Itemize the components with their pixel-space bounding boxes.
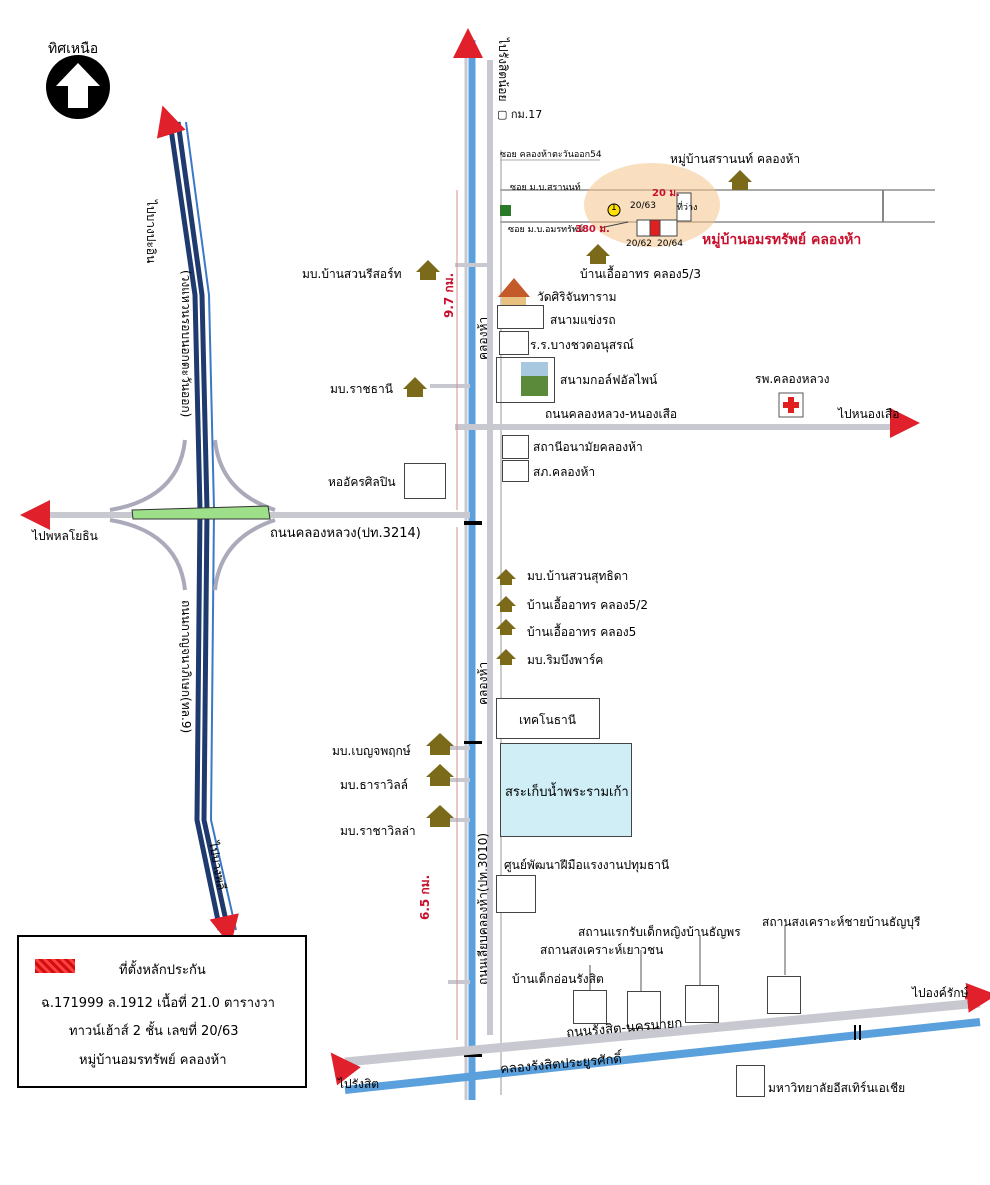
empty-lot: ที่ว่าง	[677, 203, 698, 213]
dist-20: 20 ม.	[652, 188, 680, 199]
race-track-box	[497, 305, 544, 329]
rangsit-nakhonnayok-road	[344, 998, 981, 1067]
skill-center-label: ศูนย์พัฒนาฝีมือแรงงานปทุมธานี	[504, 858, 670, 872]
km17-label: ▢ กม.17	[497, 108, 543, 121]
health-station-label: สถานีอนามัยคลองห้า	[533, 440, 643, 454]
baby-home-label: บ้านเด็กอ่อนรังสิต	[512, 972, 604, 986]
to-rangsit: ไปรังสิต	[338, 1077, 380, 1091]
baby-home-box	[573, 990, 607, 1024]
race-track-label: สนามแข่งรถ	[550, 313, 616, 327]
police-label: สภ.คลองห้า	[533, 465, 596, 479]
khlong-ha-top: คลองห้า	[476, 316, 490, 360]
suan-resort: มบ.บ้านสวนรีสอร์ท	[302, 267, 402, 281]
thara-ville-label: มบ.ธาราวิลล์	[340, 778, 409, 792]
youth-welfare-label: สถานสงเคราะห์เยาวชน	[540, 943, 664, 957]
uni-label: มหาวิทยาลัยอีสเทิร์นเอเชีย	[768, 1081, 906, 1095]
rim-bueng: มบ.ริมบึงพาร์ค	[527, 653, 604, 667]
school-label: ร.ร.บางชวดอนุสรณ์	[530, 338, 634, 352]
saranon-village: หมู่บ้านสรานนท์ คลองห้า	[670, 152, 801, 166]
khlong-luang-road-label: ถนนคลองหลวง(ปท.3214)	[270, 526, 421, 541]
youth-welfare-box	[627, 991, 661, 1029]
khlong-ha-mid: คลองห้า	[476, 661, 490, 705]
to-nongsua: ไปหนองเสือ	[838, 407, 900, 421]
kanchana-label: ถนนกาญจนาภิเษก(ทล.9)	[179, 600, 193, 734]
liap-khlong-label: ถนนเลียบคลองห้า(ปท.3010)	[476, 832, 490, 985]
temple-icon	[498, 278, 530, 305]
skill-center-box	[496, 875, 536, 913]
house-icons	[403, 170, 752, 827]
soi-amornsap-label: ซอย ม.บ.อมรทรัพย์	[508, 225, 584, 235]
techno-thani-box	[496, 698, 600, 739]
men-welfare-label: สถานสงเคราะห์ชายบ้านธัญบุรี	[762, 915, 921, 929]
soi-east54-label: ซอย คลองห้าตะวันออก54	[500, 150, 602, 160]
collateral-swatch	[35, 959, 75, 973]
plot-2063-marker	[649, 219, 661, 237]
health-station-box	[502, 435, 529, 459]
legend-title: ที่ตั้งหลักประกัน	[119, 963, 206, 978]
soi-saranon-label: ซอย ม.บ.สรานนท์	[510, 183, 581, 193]
girls-shelter-label: สถานแรกรับเด็กหญิงบ้านธัญพร	[578, 925, 741, 939]
plot-2063-label: 20/63	[630, 201, 656, 211]
golf-box	[496, 357, 555, 403]
golf-image	[521, 362, 548, 396]
interchange	[109, 439, 276, 591]
dist-380: 380 ม.	[575, 224, 610, 235]
suan-sutthida: มบ.บ้านสวนสุทธิดา	[527, 569, 629, 583]
dist-97: 9.7 กม.	[442, 272, 456, 318]
police-box	[502, 460, 529, 482]
site-marker-no: 1	[611, 203, 617, 213]
dist-65: 6.5 กม.	[418, 874, 432, 920]
girls-shelter-box	[685, 985, 719, 1023]
khlong-rangsit-canal	[344, 1018, 981, 1094]
kanchanaphisek-highway	[167, 121, 237, 931]
art-hall-box	[404, 463, 446, 499]
plot-2064-label: 20/64	[657, 239, 683, 249]
racha-villa-label: มบ.ราชาวิลล่า	[340, 824, 416, 838]
legend-line1: ฉ.171999 ล.1912 เนื้อที่ 21.0 ตารางวา	[41, 996, 275, 1011]
art-hall-label: หออัครศิลปิน	[328, 475, 396, 489]
men-welfare-box	[767, 976, 801, 1014]
school-box	[499, 331, 529, 355]
wat-label: วัดศิริจันทาราม	[537, 290, 617, 304]
north-label: ทิศเหนือ	[48, 41, 99, 57]
benjapruek-label: มบ.เบญจพฤกษ์	[332, 744, 411, 758]
reservoir-label: สระเก็บน้ำพระรามเก้า	[505, 785, 629, 800]
to-phahon: ไปพหลโยธิน	[32, 529, 98, 543]
ua-arthon-52: บ้านเอื้ออาทร คลอง5/2	[527, 598, 648, 612]
to-ongkharak: ไปองค์รักษ์	[912, 986, 969, 1000]
legend-box: ที่ตั้งหลักประกัน ฉ.171999 ล.1912 เนื้อท…	[17, 935, 307, 1088]
to-rangsit-noi: ไปรังสิตน้อย	[496, 38, 510, 102]
ua-arthon-53: บ้านเอื้ออาทร คลอง5/3	[580, 267, 701, 281]
outer-ring-label: (วงแหวนรอบนอกตะวันออก)	[179, 270, 193, 418]
nongsua-road-label: ถนนคลองหลวง-หนองเสือ	[545, 407, 678, 421]
km17-text: กม.17	[510, 108, 543, 121]
reservoir-box	[500, 743, 632, 837]
to-bang-pa-in: ไปบางปะอิน	[144, 200, 158, 264]
site-highlight	[584, 163, 720, 247]
north-arrow-icon	[46, 55, 110, 119]
golf-label: สนามกอล์ฟอัลไพน์	[560, 373, 658, 387]
plot-2062-label: 20/62	[626, 239, 652, 249]
uni-box	[736, 1065, 765, 1097]
ua-arthon-5: บ้านเอื้ออาทร คลอง5	[527, 625, 637, 639]
legend-line2: ทาวน์เฮ้าส์ 2 ชั้น เลขที่ 20/63	[69, 1024, 239, 1039]
hospital-icon	[778, 392, 804, 418]
amornsap-village: หมู่บ้านอมรทรัพย์ คลองห้า	[702, 232, 862, 248]
hospital-label: รพ.คลองหลวง	[755, 372, 830, 386]
ratchathani-label: มบ.ราชธานี	[330, 382, 393, 396]
legend-line3: หมู่บ้านอมรทรัพย์ คลองห้า	[79, 1053, 227, 1068]
techno-thani-label: เทคโนธานี	[519, 713, 576, 727]
